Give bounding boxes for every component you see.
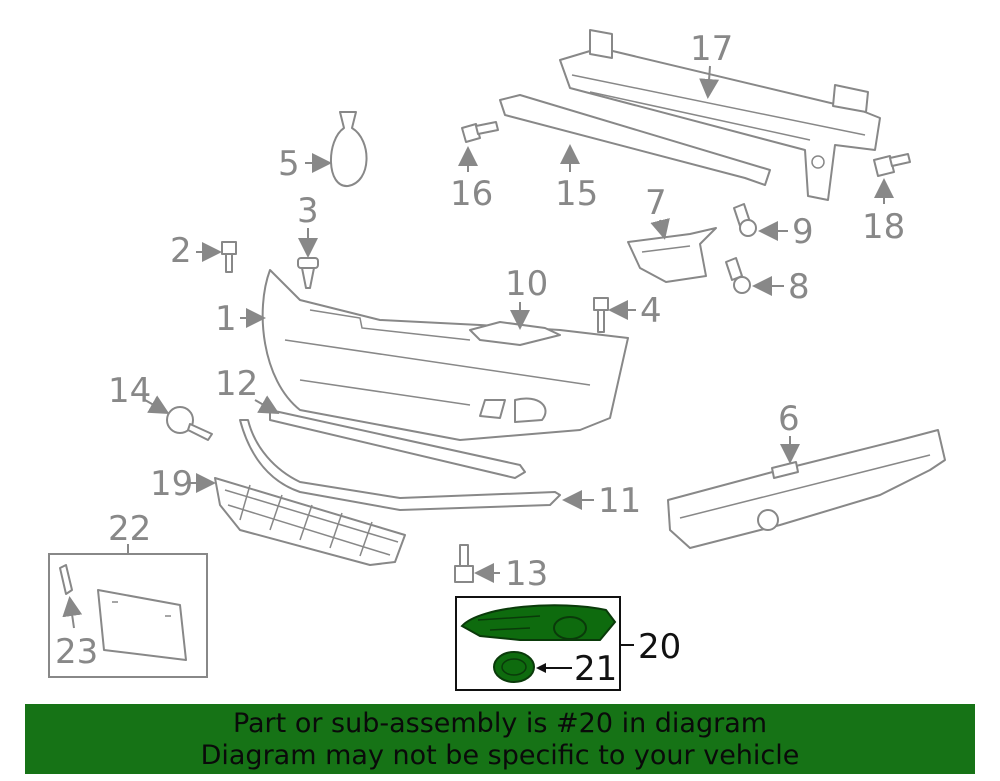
callout-15: 15: [555, 174, 598, 214]
bolt-18-part: [873, 153, 911, 177]
callout-3: 3: [297, 191, 319, 231]
callout-10: 10: [505, 264, 548, 304]
callout-4: 4: [640, 291, 662, 331]
bolt-16-part: [461, 121, 499, 143]
lower-grille-part: [214, 477, 406, 566]
hardware-bag-part: [330, 111, 368, 188]
callout-23: 23: [55, 632, 98, 672]
bracket-10-part: [469, 321, 561, 346]
tow-cap-part: [166, 406, 213, 441]
spoiler-part: [239, 419, 561, 511]
clip-9-part: [733, 203, 757, 237]
callout-5: 5: [278, 144, 300, 184]
callout-8: 8: [788, 267, 810, 307]
callout-13: 13: [505, 554, 548, 594]
callout-12: 12: [215, 364, 258, 404]
bolt-2-part: [221, 241, 237, 273]
callout-19: 19: [150, 464, 193, 504]
bolt-4-part: [593, 297, 609, 333]
bolt-13-part: [454, 544, 474, 583]
reinforcement-bar-part: [559, 29, 881, 201]
callout-6: 6: [778, 399, 800, 439]
callout-2: 2: [170, 231, 192, 271]
banner-line-1: Part or sub-assembly is #20 in diagram: [232, 708, 768, 739]
energy-absorber-part: [667, 429, 946, 549]
callout-22: 22: [108, 509, 151, 549]
callout-18: 18: [862, 207, 905, 247]
parts-diagram: 17 15 16 18 5 3 2: [48, 29, 946, 691]
bumper-cover-part: [261, 269, 629, 441]
callout-9: 9: [792, 212, 814, 252]
banner-line-2: Diagram may not be specific to your vehi…: [200, 740, 800, 771]
clip-3-part: [297, 257, 319, 289]
callout-7: 7: [645, 183, 667, 223]
callout-17: 17: [690, 29, 733, 69]
impact-strip-part: [499, 94, 771, 186]
side-bracket-part: [627, 227, 717, 283]
callout-16: 16: [450, 174, 493, 214]
notice-banner: Part or sub-assembly is #20 in diagram D…: [25, 704, 975, 774]
callout-21: 21: [574, 649, 617, 689]
lower-strip-part: [269, 409, 526, 479]
callout-1: 1: [215, 299, 237, 339]
callout-11: 11: [598, 481, 641, 521]
fog-cover-box: [455, 596, 621, 691]
callout-20: 20: [638, 627, 681, 667]
callout-14: 14: [108, 371, 151, 411]
clip-8-part: [725, 257, 751, 294]
